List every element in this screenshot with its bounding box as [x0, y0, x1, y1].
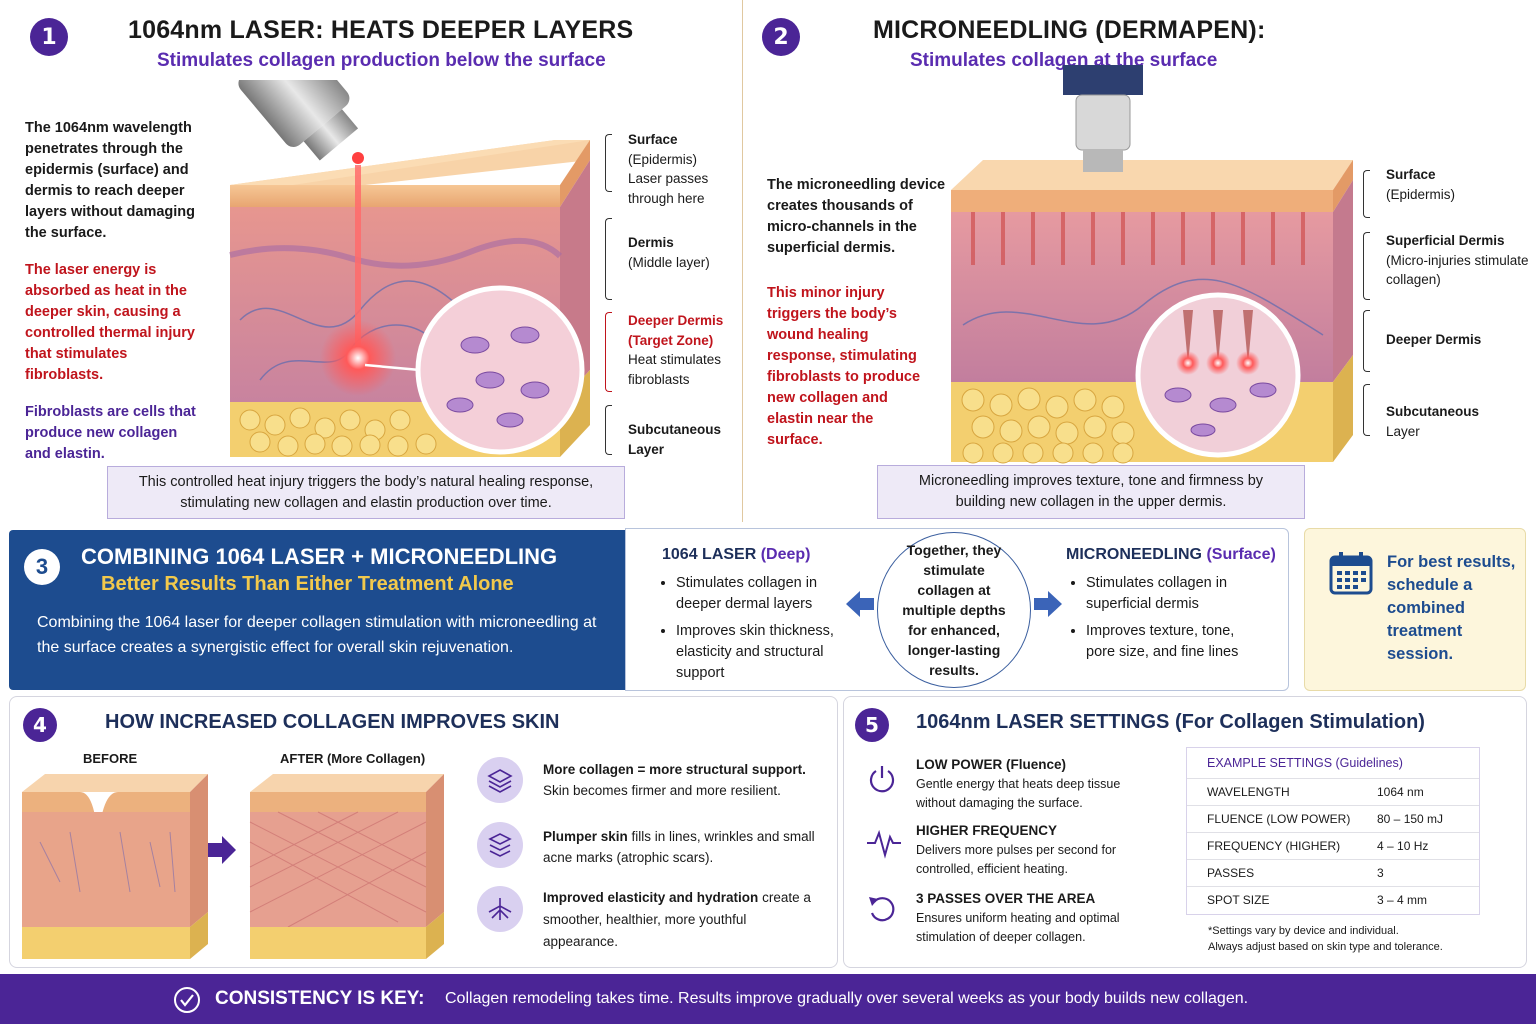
table-row: FLUENCE (LOW POWER)80 – 150 mJ: [1187, 805, 1479, 833]
repeat-icon: [869, 897, 895, 922]
list-item: Stimulates collagen in deeper dermal lay…: [676, 573, 851, 615]
brace-surface: [1363, 170, 1370, 218]
brace-superficial-dermis: [1363, 232, 1370, 300]
arrow-right-icon: [208, 836, 236, 864]
arrow-left-icon: [846, 591, 874, 617]
microneedling-benefits: Stimulates collagen in superficial dermi…: [1086, 573, 1261, 663]
fibroblast-text: Fibroblasts are cells that produce new c…: [25, 404, 196, 462]
combining-text: Combining the 1064 laser for deeper coll…: [37, 614, 597, 656]
check-circle-icon: [174, 987, 200, 1013]
laser-column-title: 1064 LASER (Deep): [662, 546, 811, 563]
benefit-plumper: Plumper skin fills in lines, wrinkles an…: [543, 829, 815, 865]
combining-comparison: 1064 LASER (Deep) Stimulates collagen in…: [625, 528, 1289, 691]
after-skin-illustration: [249, 774, 444, 959]
power-icon: [869, 766, 895, 793]
label-deeper-dermis: Deeper Dermis(Target Zone)Heat stimulate…: [628, 313, 724, 387]
microneedling-callout: Microneedling improves texture, tone and…: [877, 465, 1305, 519]
section-microneedling: 2 MICRONEEDLING (DERMAPEN): Stimulates c…: [743, 0, 1536, 520]
label-superficial-dermis: Superficial Dermis(Micro-injuries stimul…: [1386, 233, 1529, 287]
section-title: 1064nm LASER: HEATS DEEPER LAYERS: [128, 16, 634, 44]
plump-layers-icon: [477, 822, 523, 868]
section-title: MICRONEEDLING (DERMAPEN):: [873, 16, 1266, 44]
laser-red-text: The laser energy is absorbed as heat in …: [25, 262, 195, 383]
cta-box: For best results, schedule a combined tr…: [1304, 528, 1526, 691]
elasticity-icon: [477, 886, 523, 932]
arrow-right-icon: [1034, 591, 1062, 617]
benefit-elasticity: Improved elasticity and hydration create…: [543, 890, 811, 949]
footer-label: CONSISTENCY IS KEY:: [215, 988, 425, 1009]
laser-intro-text: The 1064nm wavelength penetrates through…: [25, 120, 195, 241]
microneedling-intro: The microneedling device creates thousan…: [767, 177, 946, 256]
microneedling-red-text: This minor injury triggers the body’s wo…: [767, 285, 921, 448]
label-dermis: Dermis(Middle layer): [628, 235, 710, 270]
laser-skin-illustration: [229, 80, 590, 457]
step-number-3: 3: [24, 549, 60, 585]
list-item: Improves texture, tone, pore size, and f…: [1086, 621, 1261, 663]
after-label: AFTER (More Collagen): [280, 751, 426, 766]
settings-table: EXAMPLE SETTINGS (Guidelines) WAVELENGTH…: [1186, 747, 1480, 915]
list-item: Stimulates collagen in superficial dermi…: [1086, 573, 1261, 615]
collagen-title: HOW INCREASED COLLAGEN IMPROVES SKIN: [105, 711, 560, 733]
divider: [742, 0, 743, 522]
microneedling-skin-illustration: [951, 65, 1353, 464]
step-number-2: 2: [762, 18, 800, 56]
settings-note: *Settings vary by device and individual.…: [1208, 925, 1443, 953]
combining-title: COMBINING 1064 LASER + MICRONEEDLING: [81, 544, 558, 569]
step-number-5: 5: [855, 708, 889, 742]
laser-benefits: Stimulates collagen in deeper dermal lay…: [676, 573, 851, 684]
collagen-panel: 4 HOW INCREASED COLLAGEN IMPROVES SKIN B…: [9, 696, 838, 968]
brace-surface: [605, 134, 612, 192]
settings-title: 1064nm LASER SETTINGS (For Collagen Stim…: [916, 711, 1425, 733]
pulse-icon: [867, 829, 901, 859]
together-circle: Together, they stimulate collagen at mul…: [877, 532, 1031, 688]
layers-icon: [477, 757, 523, 803]
before-skin-illustration: [22, 774, 208, 959]
setting-low-power: LOW POWER (Fluence)Gentle energy that he…: [916, 757, 1121, 810]
brace-subcutaneous: [1363, 384, 1370, 436]
combining-subtitle: Better Results Than Either Treatment Alo…: [101, 573, 514, 595]
label-surface: Surface(Epidermis)Laser passes through h…: [628, 132, 709, 206]
table-row: FREQUENCY (HIGHER)4 – 10 Hz: [1187, 832, 1479, 860]
laser-callout: This controlled heat injury triggers the…: [107, 466, 625, 519]
benefit-structure: More collagen = more structural support.…: [543, 762, 806, 798]
brace-deeper-dermis: [1363, 310, 1370, 372]
brace-dermis: [605, 218, 612, 300]
section-subtitle: Stimulates collagen production below the…: [157, 50, 606, 71]
table-title: EXAMPLE SETTINGS (Guidelines): [1207, 756, 1403, 770]
before-label: BEFORE: [83, 751, 138, 766]
section-laser: 1 1064nm LASER: HEATS DEEPER LAYERS Stim…: [0, 0, 742, 520]
settings-panel: 5 1064nm LASER SETTINGS (For Collagen St…: [843, 696, 1527, 968]
step-number-4: 4: [23, 708, 57, 742]
microneedling-column-title: MICRONEEDLING (Surface): [1066, 546, 1276, 563]
label-deeper-dermis: Deeper Dermis: [1386, 332, 1482, 347]
brace-deeper-dermis: [605, 312, 612, 392]
footer-banner: CONSISTENCY IS KEY: Collagen remodeling …: [0, 974, 1536, 1024]
combining-banner: 3 COMBINING 1064 LASER + MICRONEEDLING B…: [9, 530, 625, 690]
list-item: Improves skin thickness, elasticity and …: [676, 621, 851, 684]
calendar-icon: [1329, 552, 1373, 595]
label-surface: Surface(Epidermis): [1386, 167, 1456, 202]
footer-text: Collagen remodeling takes time. Results …: [445, 990, 1249, 1007]
brace-subcutaneous: [605, 405, 612, 455]
step-number-1: 1: [30, 18, 68, 56]
cta-text: For best results, schedule a combined tr…: [1387, 553, 1516, 663]
